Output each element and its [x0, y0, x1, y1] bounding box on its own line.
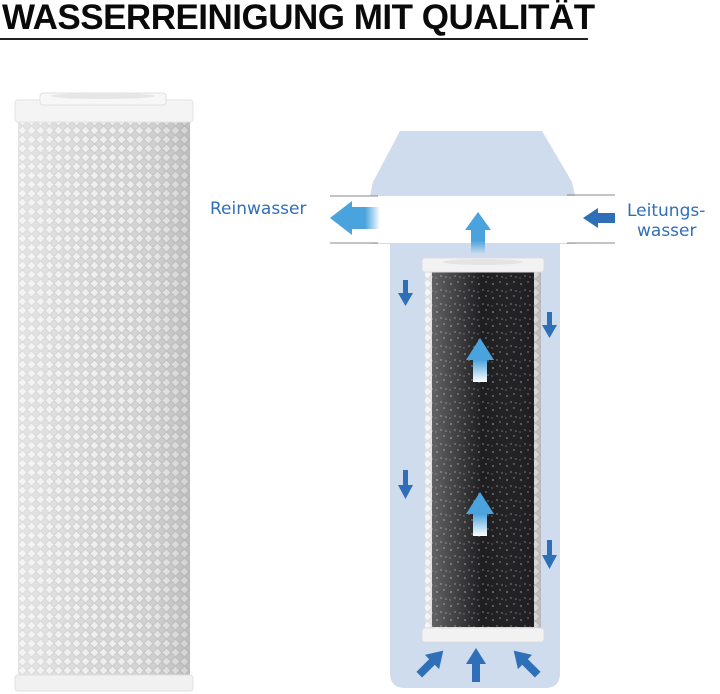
arrow-up-icon	[466, 338, 494, 382]
outlet-label: Reinwasser	[210, 199, 307, 219]
arrow-down-icon	[542, 540, 557, 569]
arrow-up-icon	[466, 648, 486, 682]
arrow-down-icon	[398, 470, 413, 499]
arrow-left-icon	[330, 201, 380, 235]
inlet-label-line2: wasser	[637, 221, 697, 241]
title-underline	[0, 38, 588, 40]
activated-carbon-filter	[421, 257, 545, 643]
arrow-down-icon	[398, 280, 413, 306]
page-title: WASSERREINIGUNG MIT QUALITÄT	[2, 0, 595, 37]
arrow-down-icon	[542, 312, 557, 338]
arrow-up-icon	[465, 212, 491, 254]
arrow-left-icon	[583, 208, 615, 228]
arrow-up-icon	[466, 492, 494, 536]
carbon-block-filter	[14, 92, 194, 692]
inlet-label-line1: Leitungs-	[627, 201, 706, 221]
arrow-diagonal-icon	[416, 650, 444, 678]
arrow-diagonal-icon	[513, 650, 541, 678]
